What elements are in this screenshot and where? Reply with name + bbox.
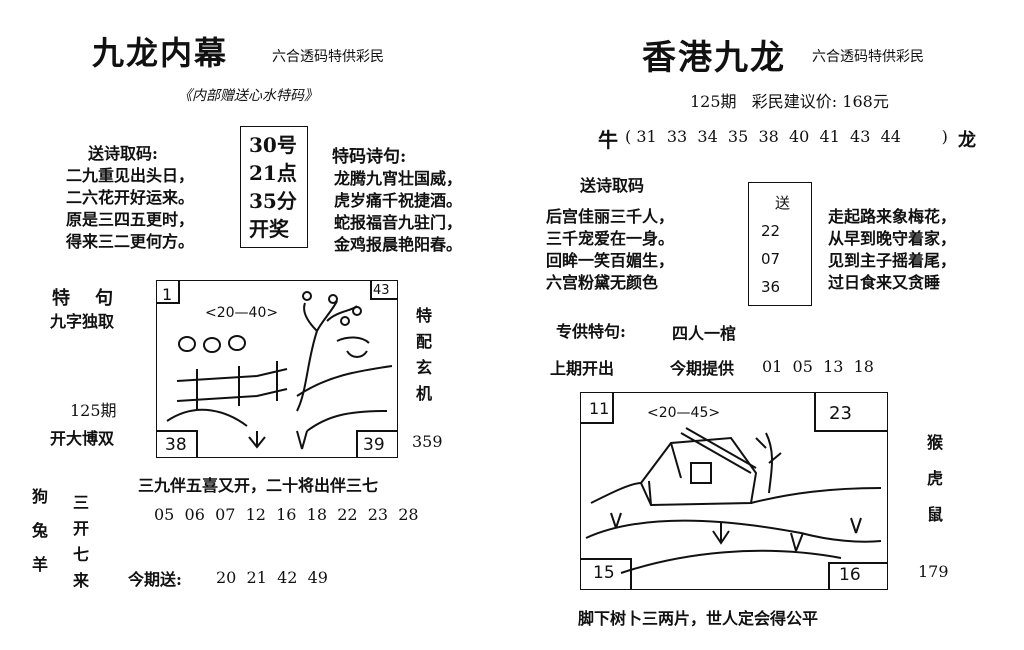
poem-line: 后宫佳丽三千人， xyxy=(546,207,675,226)
corner-number: 23 xyxy=(829,403,852,424)
left-sketch xyxy=(157,281,397,457)
side-vertical-text: 特配玄机 xyxy=(415,306,432,403)
side-number: 359 xyxy=(412,432,443,451)
left-drawing-frame: 1 43 38 39 <20—40> xyxy=(156,280,398,458)
poem-line: 过日食来又贪睡 xyxy=(828,273,941,292)
left-subtitle: 《内部赠送心水特码》 xyxy=(178,88,318,104)
today-numbers: 20 21 42 49 xyxy=(216,568,328,587)
poem-line: 二六花开好运来。 xyxy=(66,188,195,207)
right-poem-2: 走起路来象梅花， 从早到晚守着家， 见到主子摇着尾， 过日食来又贪睡 xyxy=(828,206,956,294)
right-zodiac-column: 猴 虎 鼠 xyxy=(927,425,943,533)
right-teju-label: 专供特句: xyxy=(556,322,626,341)
poem-line: 虎岁痛千祝捷酒。 xyxy=(334,191,463,210)
draw-box-line: 30号 xyxy=(249,133,297,157)
draw-box-line: 35分 xyxy=(249,189,297,213)
poem-line: 见到主子摇着尾， xyxy=(828,251,957,270)
dragon-label: 龙 xyxy=(958,130,976,151)
zodiac-column: 狗 兔 羊 xyxy=(32,480,48,582)
poem-line: 原是三四五更时， xyxy=(66,210,195,229)
poem-line: 六宫粉黛无颜色 xyxy=(546,273,659,292)
issue-price: 125期 彩民建议价: 168元 xyxy=(690,92,889,111)
zodiac-item: 羊 xyxy=(32,555,49,574)
zodiac-item: 兔 xyxy=(32,521,49,540)
poem-line: 回眸一笑百媚生， xyxy=(546,251,675,270)
right-teju-text: 四人一棺 xyxy=(672,324,737,343)
left-poem: 二九重见出头日， 二六花开好运来。 原是三四五更时， 得来三二更何方。 xyxy=(66,165,194,253)
bottom-riddle: 脚下树卜三两片，世人定会得公平 xyxy=(578,609,819,628)
zodiac-item: 猴 xyxy=(927,433,944,452)
zodiac-item: 鼠 xyxy=(927,505,944,524)
numbers-line: 05 06 07 12 16 18 22 23 28 xyxy=(154,505,419,524)
box-line: 36 xyxy=(761,278,781,296)
corner-number: 1 xyxy=(162,285,173,304)
zodiac-item: 狗 xyxy=(32,487,49,506)
poem-line: 蛇报福音九驻门， xyxy=(334,213,463,232)
send-number-box: 送 22 07 36 xyxy=(748,182,812,306)
poem-line: 金鸡报晨艳阳春。 xyxy=(334,235,463,254)
corner-number: 16 xyxy=(839,565,861,585)
number-line: ( 31 33 34 35 38 40 41 43 44 ) xyxy=(625,127,948,146)
poem-line: 得来三二更何方。 xyxy=(66,232,195,251)
special-poem: 龙腾九宵壮国威， 虎岁痛千祝捷酒。 蛇报福音九驻门， 金鸡报晨艳阳春。 xyxy=(334,168,462,256)
teju-label: 特 句 xyxy=(52,288,114,309)
corner-number: 15 xyxy=(593,563,615,583)
issue-number: 125期 xyxy=(70,401,117,420)
corner-number: 39 xyxy=(363,435,385,455)
poem-line: 走起路来象梅花， xyxy=(828,207,957,226)
right-sketch xyxy=(581,393,887,589)
today-label: 今期送: xyxy=(128,570,182,589)
corner-number: 38 xyxy=(165,435,187,455)
right-poem-label: 送诗取码 xyxy=(580,176,645,195)
poem-line: 龙腾九宵壮国威， xyxy=(334,169,463,188)
poem-line: 从早到晚守着家， xyxy=(828,229,957,248)
range-note: <20—40> xyxy=(205,305,279,321)
right-title: 香港九龙 xyxy=(642,38,786,78)
last-label: 上期开出 xyxy=(550,359,615,378)
draw-box-line: 21点 xyxy=(249,161,297,185)
this-label: 今期提供 xyxy=(670,359,735,378)
corner-number: 11 xyxy=(589,399,610,418)
box-line: 07 xyxy=(761,250,781,268)
draw-time-box: 30号 21点 35分 开奖 xyxy=(240,126,308,248)
poem-line: 二九重见出头日， xyxy=(66,166,195,185)
this-numbers: 01 05 13 18 xyxy=(762,357,874,376)
right-poem: 后宫佳丽三千人， 三千宠爱在一身。 回眸一笑百媚生， 六宫粉黛无颜色 xyxy=(546,206,674,294)
box-line: 送 xyxy=(775,194,791,212)
draw-box-line: 开奖 xyxy=(249,217,289,241)
special-poem-label: 特码诗句: xyxy=(332,147,407,167)
right-side-number: 179 xyxy=(918,562,949,581)
left-title: 九龙内幕 xyxy=(92,34,229,72)
zodiac-item: 虎 xyxy=(927,469,944,488)
corner-number: 43 xyxy=(373,283,390,298)
cow-label: 牛 xyxy=(598,128,618,152)
right-tagline: 六合透码特供彩民 xyxy=(812,49,924,65)
left-tagline: 六合透码特供彩民 xyxy=(272,49,384,65)
box-line: 22 xyxy=(761,222,781,240)
teju-text: 九字独取 xyxy=(50,312,115,331)
riddle-line: 三九伴五喜又开，二十将出伴三七 xyxy=(138,476,379,495)
left-poem-label: 送诗取码: xyxy=(88,144,158,163)
kaida-text: 开大博双 xyxy=(50,429,115,448)
poem-line: 三千宠爱在一身。 xyxy=(546,229,675,248)
right-drawing-frame: 11 23 15 16 <20—45> xyxy=(580,392,888,590)
range-note: <20—45> xyxy=(647,405,721,421)
sanai-vertical: 三开七来 xyxy=(72,493,89,590)
